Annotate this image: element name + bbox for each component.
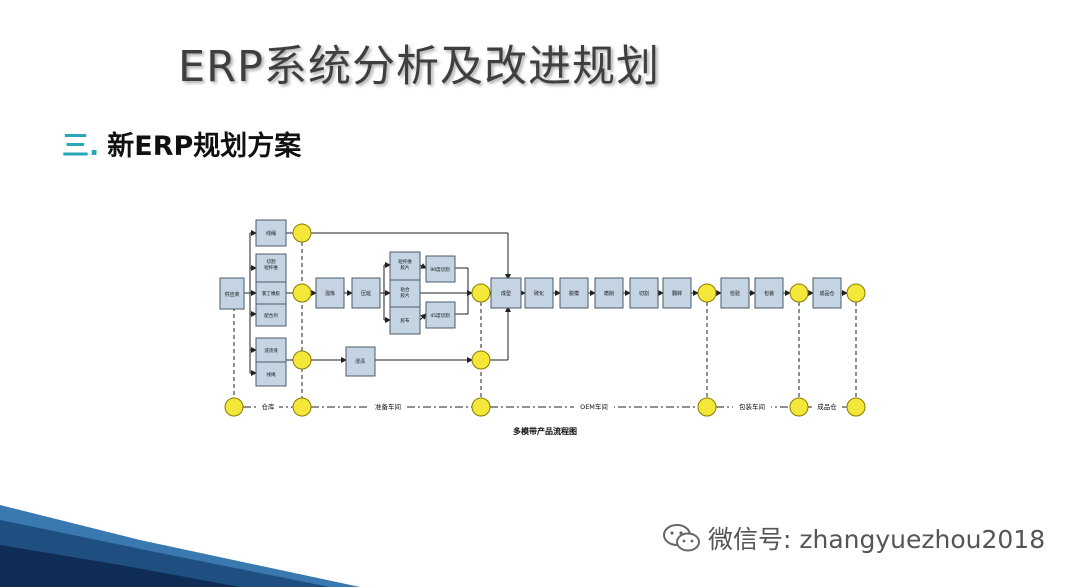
box-label: 切割 (639, 290, 649, 297)
node (846, 283, 866, 303)
box-label: 压延 (361, 290, 371, 297)
box-supplier: 供应商 (219, 277, 245, 310)
box-line1: 线绳 (255, 219, 287, 247)
node (224, 397, 244, 417)
node (471, 283, 491, 303)
box-label: 配合剂 (264, 312, 278, 319)
box-label: 粘合胶片 (401, 286, 410, 299)
box-label: 45度切割 (430, 312, 450, 319)
watermark: 微信号: zhangyuezhou2018 (662, 520, 1045, 556)
node (789, 397, 809, 417)
zone-label: 准备车间 (375, 402, 401, 411)
node (292, 350, 312, 370)
zone-label: 成品仓 (817, 402, 837, 411)
zone-label: 仓库 (262, 402, 276, 411)
box-mill: 混炼 (315, 277, 345, 309)
box-pack: 包装 (754, 277, 784, 309)
diagram-caption: 多模带产品流程图 (513, 426, 577, 436)
box-grind: 磨削 (594, 277, 624, 309)
section-heading: 三.新ERP规划方案 (62, 124, 301, 163)
box-reverse: 翻转 (662, 277, 692, 309)
node (292, 223, 312, 243)
wechat-icon (663, 524, 700, 552)
box-form: 成型 (490, 277, 522, 309)
box-label: 磨削 (604, 290, 614, 297)
box-label: 供应商 (224, 291, 239, 298)
box-label: 成品仓 (819, 290, 834, 297)
section-number: 三. (62, 131, 100, 162)
box-label: 线绳 (266, 230, 276, 237)
box-cut45: 45度切割 (425, 301, 456, 329)
box-label: 短纤维胶片 (398, 258, 412, 271)
box-slit: 切割 (629, 277, 659, 309)
section-title: 新ERP规划方案 (107, 131, 302, 162)
box-label: 成型 (501, 290, 511, 297)
node (292, 283, 312, 303)
box-label: 胶布 (401, 317, 410, 324)
box-label: 浸渍 (355, 358, 365, 365)
box-inspect: 检验 (720, 277, 750, 309)
node (697, 397, 717, 417)
box-label: 检验 (730, 290, 740, 297)
zone-label: 包装车间 (739, 402, 765, 411)
box-label: 混炼 (325, 290, 335, 297)
box-label: 包装 (764, 290, 774, 297)
watermark-text: 微信号: zhangyuezhou2018 (708, 525, 1046, 554)
box-label: 浸渍液 (264, 347, 278, 354)
node (789, 283, 809, 303)
box-label: 硫化 (534, 290, 544, 297)
node (292, 397, 312, 417)
box-soak: 浸渍 (345, 346, 376, 377)
box-film-group (389, 251, 421, 335)
box-cut90: 90度切割 (425, 255, 456, 283)
box-label: 氯丁橡胶 (262, 290, 280, 297)
box-demold: 脱模 (559, 277, 589, 309)
flow-diagram: 供应商 线绳 切割短纤维 氯丁橡胶 配合剂 浸渍液 线绳 混炼 压延 短纤维胶片… (219, 219, 866, 436)
box-label: 翻转 (672, 290, 682, 297)
zone-label: OEM车间 (580, 402, 608, 411)
box-label: 脱模 (569, 290, 579, 297)
box-label: 90度切割 (430, 266, 450, 273)
box-fg: 成品仓 (812, 277, 842, 309)
node (697, 283, 717, 303)
node (471, 397, 491, 417)
page-title: ERP系统分析及改进规划 (178, 42, 660, 92)
node (846, 397, 866, 417)
box-label: 线绳 (267, 371, 276, 378)
box-prep-group (255, 253, 287, 327)
box-label: 切割短纤维 (264, 258, 278, 271)
box-calender: 压延 (351, 277, 381, 309)
node (471, 350, 491, 370)
node-group (224, 223, 866, 417)
box-vulc: 硫化 (524, 277, 554, 309)
